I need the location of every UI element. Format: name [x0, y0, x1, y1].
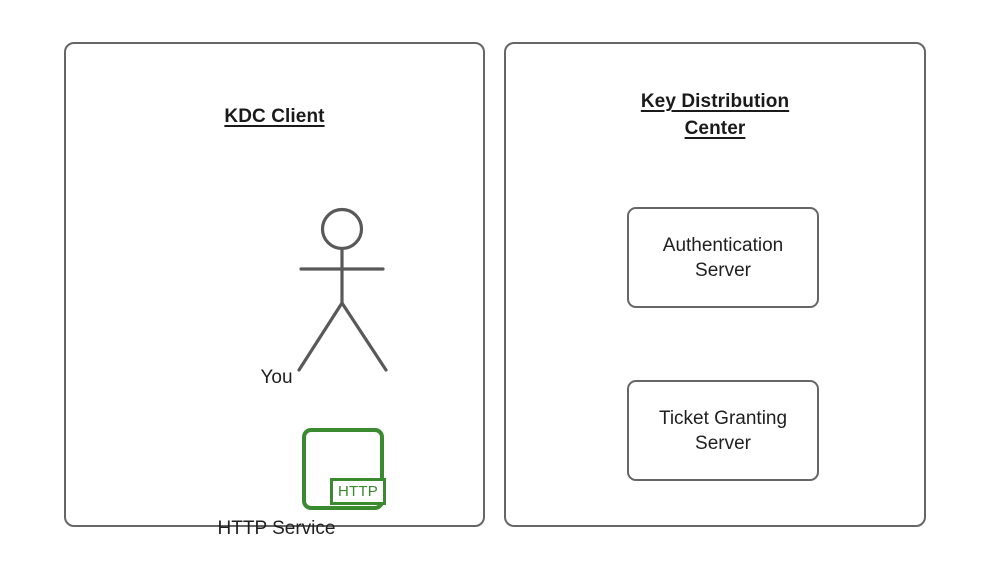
key-distribution-center-title-text: Key Distribution Center [640, 91, 790, 139]
actor-label: You [260, 367, 293, 388]
stick-figure-person-icon [282, 199, 402, 379]
ticket-granting-server-box: Ticket Granting Server [627, 380, 819, 481]
key-distribution-center-panel: Key Distribution Center Authentication S… [504, 42, 926, 527]
authentication-server-label: Authentication Server [662, 234, 784, 281]
authentication-server-box: Authentication Server [627, 207, 819, 308]
kdc-client-panel: KDC Client You HTTP HTTP Service [64, 42, 485, 539]
kdc-client-title-text: KDC Client [224, 106, 325, 127]
http-service-label: HTTP Service [217, 518, 336, 539]
kdc-client-panel-title: KDC Client [66, 103, 483, 130]
http-service-icon-badge: HTTP [330, 478, 386, 505]
http-service-icon-square [302, 428, 384, 510]
key-distribution-center-panel-title: Key Distribution Center [506, 88, 924, 142]
http-service-icon: HTTP [302, 428, 386, 510]
ticket-granting-server-label: Ticket Granting Server [658, 407, 788, 454]
